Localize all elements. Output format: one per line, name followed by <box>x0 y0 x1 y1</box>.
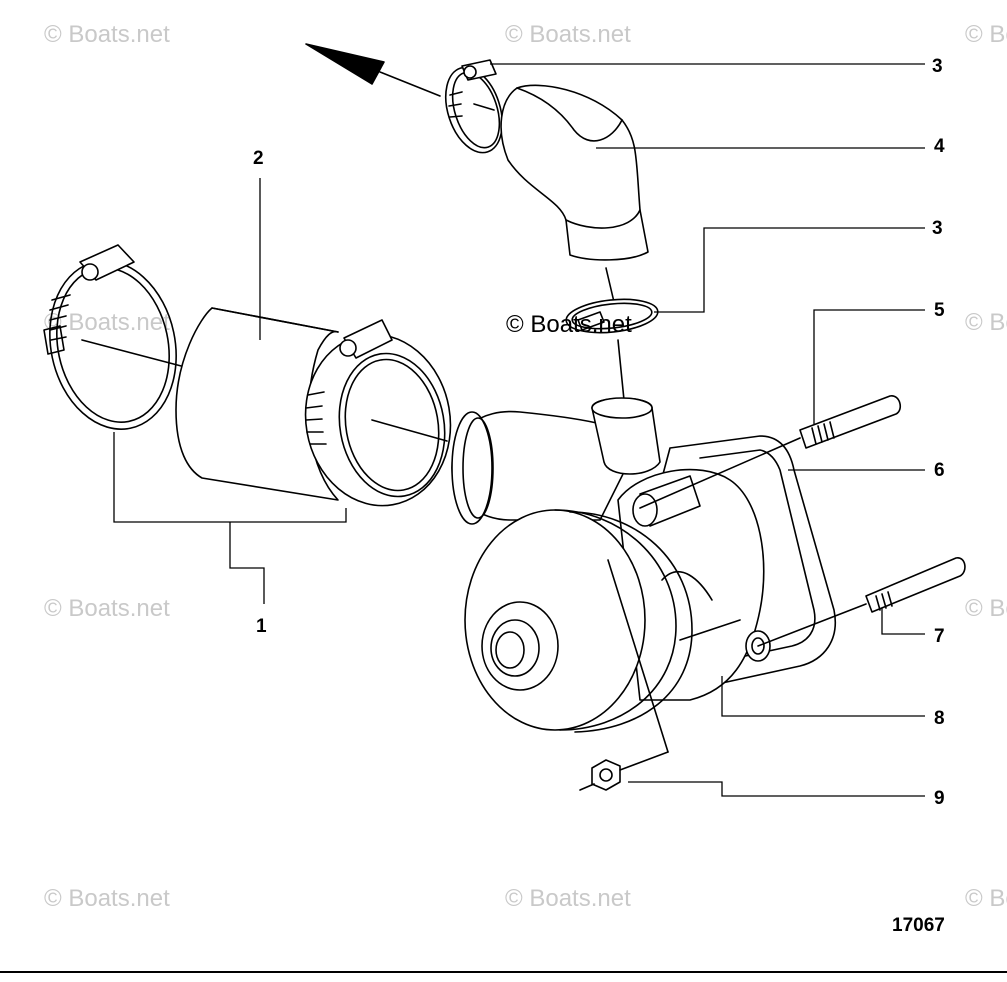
watermark: © Boats.net <box>44 309 170 336</box>
assembly-centerline <box>617 339 625 401</box>
leader-lines <box>113 63 925 797</box>
callout-6: 6 <box>934 460 945 481</box>
flow-arrow <box>305 43 441 97</box>
part-9-nut <box>579 751 669 791</box>
callout-4: 4 <box>934 136 945 157</box>
watermark: © Boats.net <box>965 595 1007 622</box>
callout-2: 2 <box>253 148 264 169</box>
callout-1: 1 <box>256 616 267 637</box>
watermark: © Boats.net <box>965 309 1007 336</box>
part-3-clamp-middle <box>565 298 659 334</box>
assembly-centerline <box>81 339 186 368</box>
part-3-clamp-top <box>444 59 504 154</box>
watermark-center: © Boats.net <box>506 311 632 338</box>
figure-number: 17067 <box>892 915 945 936</box>
callouts: 1 2 3 4 3 5 6 7 8 9 <box>253 56 945 809</box>
callout-9: 9 <box>934 788 945 809</box>
part-8-water-pump <box>451 397 837 733</box>
assembly-centerline <box>607 559 669 753</box>
watermark: © Boats.net <box>965 21 1007 48</box>
callout-3-middle: 3 <box>932 218 943 239</box>
callout-8: 8 <box>934 708 945 729</box>
assembly-centerline <box>605 267 615 303</box>
callout-7: 7 <box>934 626 945 647</box>
watermark: © Boats.net <box>505 21 631 48</box>
part-7-bolt <box>757 557 966 647</box>
assembly-centerline <box>371 419 448 442</box>
watermark: © Boats.net <box>44 885 170 912</box>
callout-3-top: 3 <box>932 56 943 77</box>
callout-5: 5 <box>934 300 945 321</box>
part-1-clamp-right <box>304 319 452 507</box>
part-4-elbow-hose <box>500 84 649 261</box>
watermark: © Boats.net <box>44 595 170 622</box>
part-1-clamp-left <box>43 244 177 430</box>
part-5-stud-bolt <box>639 395 902 509</box>
watermark: © Boats.net <box>965 885 1007 912</box>
part-2-hose <box>175 307 339 501</box>
watermark: © Boats.net <box>505 885 631 912</box>
watermark: © Boats.net <box>44 21 170 48</box>
